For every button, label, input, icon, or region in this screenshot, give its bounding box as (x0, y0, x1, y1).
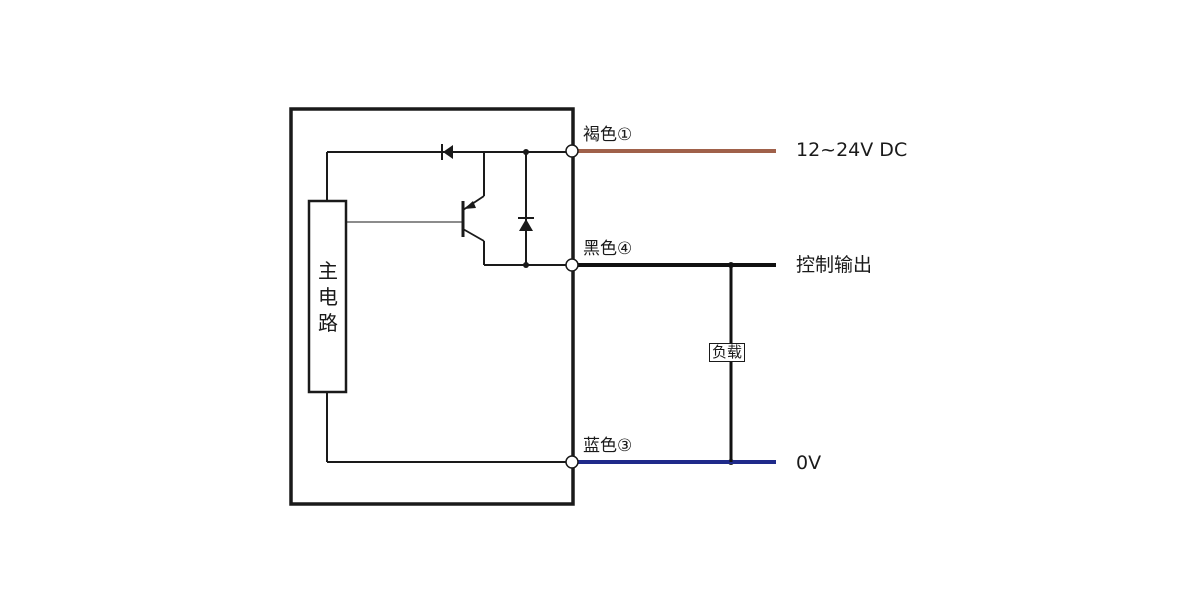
protection-diode (518, 217, 534, 231)
terminals (565, 144, 579, 469)
sensor-housing (289, 107, 575, 506)
ground-label: 0V (796, 452, 822, 474)
main-circuit-label: 主电路 (318, 259, 338, 335)
brown-wire-label: 褐色① (583, 125, 633, 145)
internal-wiring (326, 151, 572, 463)
junction-dots (523, 149, 734, 465)
control-output-label: 控制输出 (796, 254, 873, 276)
pnp-transistor (461, 152, 485, 265)
load-label: 负载 (709, 343, 746, 362)
terminal-blue (565, 455, 579, 469)
supply-voltage-label: 12~24V DC (796, 139, 908, 161)
blue-wire-label: 蓝色③ (583, 436, 633, 456)
terminal-brown (565, 144, 579, 158)
terminal-black (565, 258, 579, 272)
black-wire-label: 黑色④ (583, 239, 633, 259)
reverse-diode (441, 144, 453, 160)
